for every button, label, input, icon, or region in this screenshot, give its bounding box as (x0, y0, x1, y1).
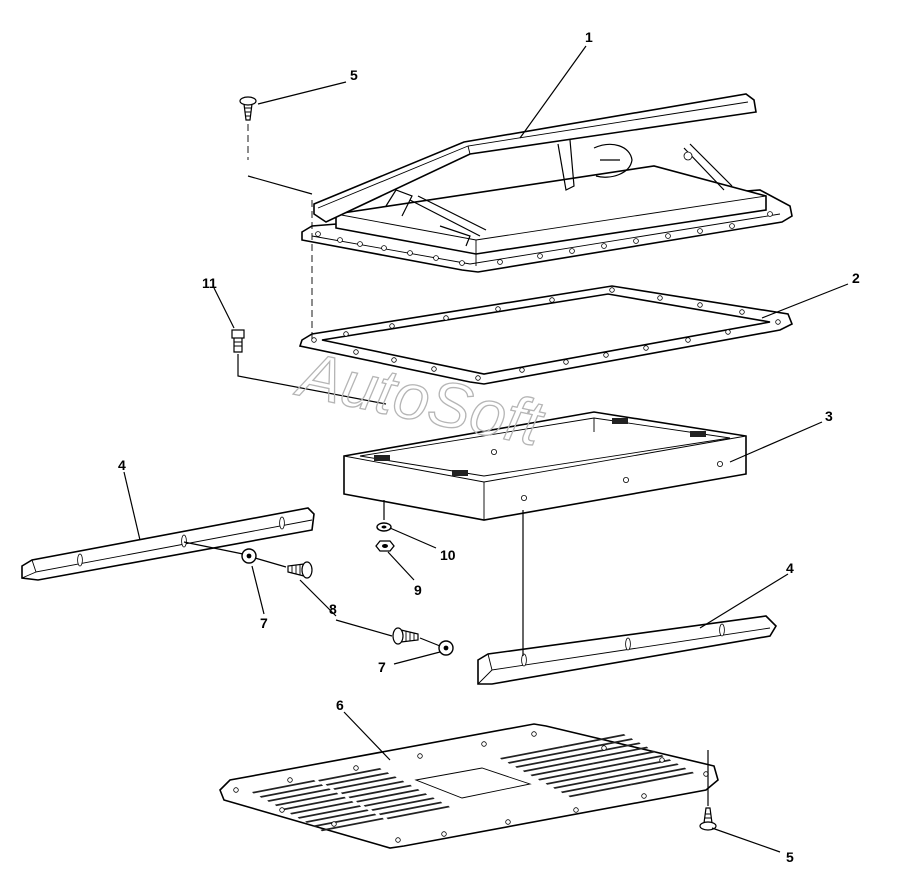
vent-slot (274, 792, 339, 807)
vent-slot (378, 801, 443, 816)
vent-slot (297, 805, 362, 819)
callout-7-left: 7 (260, 615, 268, 631)
vent-slot (553, 775, 617, 789)
vent-slot (545, 771, 610, 785)
vent-slot (615, 763, 679, 777)
callout-4-right: 4 (786, 560, 794, 576)
rail-right-part-4 (477, 615, 778, 685)
bolt-part-11 (231, 329, 245, 353)
callout-labels: 1 5 2 11 3 4 10 4 9 8 7 7 6 5 (118, 29, 860, 865)
vent-slot (538, 767, 602, 781)
nut-part-9 (375, 540, 395, 552)
vent-slot (522, 758, 587, 773)
vent-slot (305, 809, 369, 823)
vent-slot (252, 780, 316, 794)
plate-holes (233, 731, 709, 843)
vent-slot (569, 738, 634, 752)
callout-7-right: 7 (378, 659, 386, 675)
vent-slot (568, 783, 632, 798)
vent-slot (320, 817, 384, 832)
vent-slot (356, 789, 420, 803)
callout-11: 11 (202, 275, 217, 291)
callout-6: 6 (336, 697, 344, 713)
vent-slot (340, 780, 405, 795)
vent-slot (500, 746, 564, 760)
vent-slot (562, 734, 626, 748)
vent-slot (318, 768, 382, 782)
screw-part-8-right (392, 627, 419, 645)
washer-part-7-left (241, 548, 257, 564)
vent-slots (252, 734, 694, 832)
vent-slot (386, 805, 450, 820)
vent-slot (560, 779, 625, 794)
gasket-part-2 (298, 285, 794, 385)
gasket-holes (311, 287, 781, 381)
vent-slot (333, 776, 397, 790)
callout-1: 1 (585, 29, 593, 45)
screw-part-8-left (287, 561, 313, 579)
vent-slot (630, 771, 694, 786)
vent-slot (622, 767, 687, 782)
vent-slot (607, 759, 672, 773)
vent-slot (267, 788, 331, 802)
callout-3: 3 (825, 408, 833, 424)
assembly-lines (183, 124, 709, 806)
vent-slot (371, 797, 435, 811)
callout-2: 2 (852, 270, 860, 286)
rail-left-part-4 (21, 507, 315, 581)
vent-slot (507, 750, 572, 764)
callout-8: 8 (329, 601, 337, 617)
callout-10: 10 (440, 547, 456, 563)
vent-plate-part-6 (219, 723, 719, 849)
vent-slot (530, 762, 594, 777)
vent-slot (577, 742, 641, 756)
washer-part-10 (376, 522, 392, 532)
vent-slot (312, 813, 377, 828)
washer-part-7-right (438, 640, 454, 656)
hatch-assembly-part-1 (301, 93, 793, 273)
vent-slot (363, 793, 428, 807)
vent-slot (282, 796, 346, 811)
screw-part-5-top (239, 96, 257, 121)
callout-5-bottom: 5 (786, 849, 794, 865)
screw-part-5-bottom (699, 807, 717, 831)
callout-5-top: 5 (350, 67, 358, 83)
leader-lines (123, 45, 849, 853)
vent-slot (515, 754, 579, 768)
callout-4-left: 4 (118, 457, 126, 473)
callout-9: 9 (414, 582, 422, 598)
flange-holes (315, 211, 773, 266)
vent-slot (290, 801, 354, 815)
vent-slot (600, 755, 664, 769)
frame-box-part-3 (343, 411, 747, 521)
vent-slot (259, 784, 324, 798)
vent-slot (592, 750, 656, 765)
vent-slot (325, 772, 390, 786)
vent-slot (584, 746, 649, 761)
vent-slot (348, 784, 412, 799)
